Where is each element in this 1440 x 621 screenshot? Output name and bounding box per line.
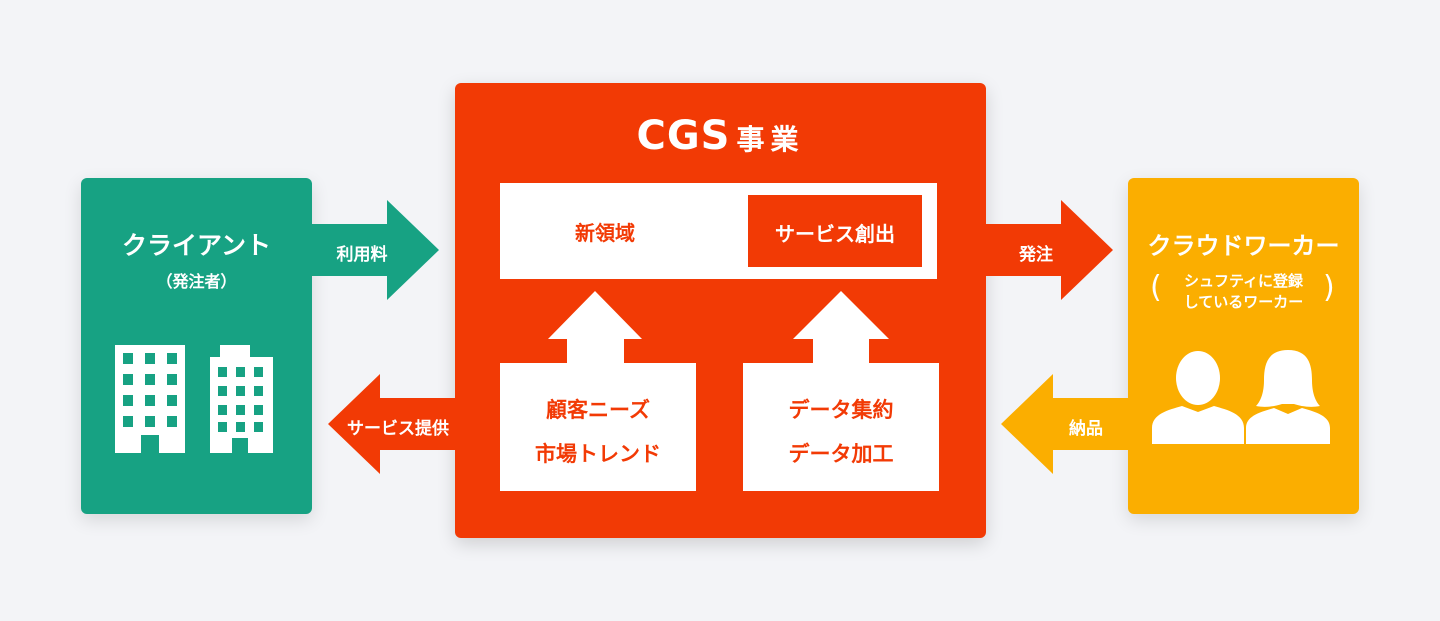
- client-title: クライアント: [121, 231, 271, 260]
- client-panel: クライアント （発注者）: [81, 178, 312, 514]
- worker-subtitle-line2: しているワーカー: [1183, 293, 1304, 311]
- usage-fee-label: 利用料: [336, 245, 388, 265]
- service-provision-arrow: [328, 374, 456, 474]
- crowd-worker-panel: クラウドワーカー ( シュフティに登録 しているワーカー ): [1128, 178, 1359, 514]
- new-domain-label: 新領域: [575, 221, 635, 245]
- market-trend-line2: 市場トレンド: [535, 442, 661, 466]
- service-creation-box: サービス創出: [748, 195, 922, 267]
- data-processing-up-arrow-box: [743, 291, 939, 491]
- data-processing-line2: データ加工: [788, 442, 894, 466]
- worker-subtitle-line1: シュフティに登録: [1183, 272, 1304, 290]
- center-title-sub: 事業: [736, 123, 805, 156]
- two-people-icon: [1152, 350, 1330, 444]
- new-domain-bar: 新領域 サービス創出: [500, 183, 937, 279]
- customer-needs-line1: 顧客ニーズ: [546, 398, 650, 422]
- delivery-arrow: [1001, 374, 1129, 474]
- data-processing-box: データ集約 データ加工: [743, 388, 939, 476]
- center-title-main: CGS: [636, 113, 731, 159]
- customer-needs-box: 顧客ニーズ 市場トレンド: [500, 388, 696, 476]
- order-arrow: [985, 200, 1113, 300]
- service-provision-label: サービス提供: [347, 419, 449, 439]
- order-label: 発注: [1019, 245, 1053, 265]
- customer-needs-up-arrow-box: [500, 291, 696, 491]
- worker-paren-open: (: [1150, 270, 1162, 305]
- usage-fee-arrow: [311, 200, 439, 300]
- office-buildings-icon: [115, 345, 273, 453]
- worker-paren-close: ): [1323, 270, 1335, 305]
- data-aggregation-line1: データ集約: [788, 398, 894, 422]
- delivery-label: 納品: [1069, 419, 1103, 439]
- client-subtitle: （発注者）: [156, 272, 237, 291]
- service-creation-label: サービス創出: [775, 222, 895, 246]
- worker-title: クラウドワーカー: [1147, 232, 1340, 260]
